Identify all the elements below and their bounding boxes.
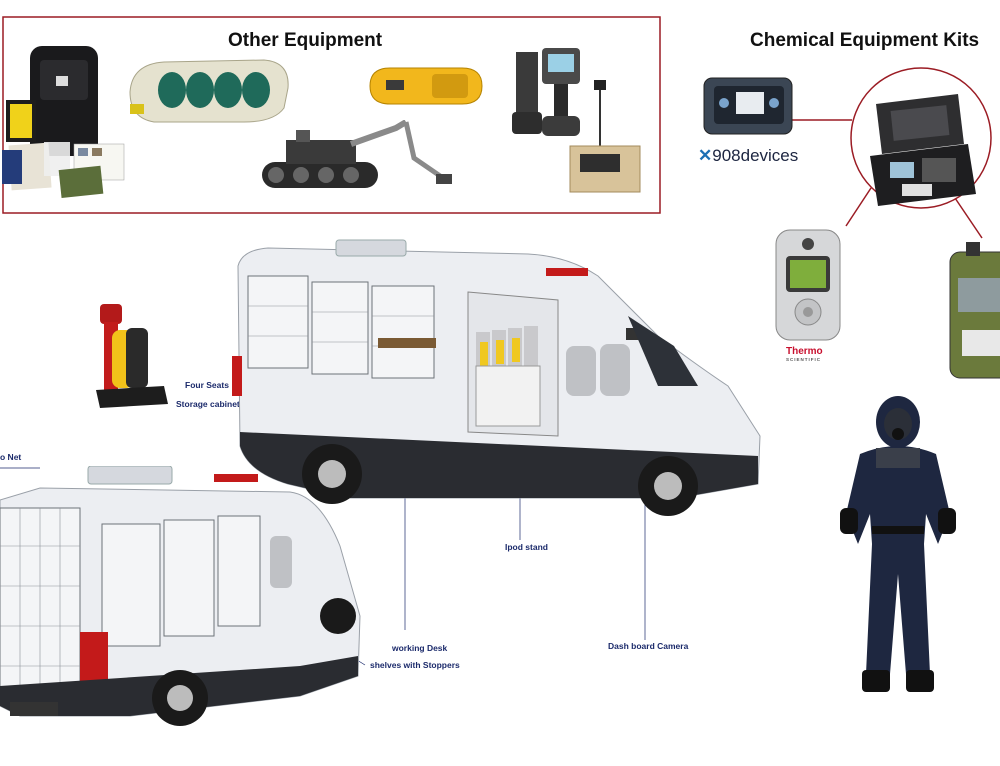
yellow-detector-icon bbox=[369, 67, 483, 105]
callout-cargo-net: o Net bbox=[0, 452, 22, 462]
chemical-kit-case-icon bbox=[850, 67, 992, 209]
callout-dash-camera: Dash board Camera bbox=[608, 641, 689, 651]
handheld-analyzer-icon bbox=[512, 48, 580, 136]
callout-four-seats: Four Seats bbox=[185, 380, 229, 390]
tracked-robot-icon bbox=[262, 120, 452, 188]
decon-stretcher-icon bbox=[129, 59, 289, 123]
sensor-box-icon bbox=[569, 80, 641, 193]
callout-storage-cabinet: Storage cabinet bbox=[176, 399, 240, 409]
backpack-icon bbox=[2, 46, 125, 199]
callout-shelves-stoppers: shelves with Stoppers bbox=[370, 660, 460, 670]
scba-seat-icon bbox=[96, 304, 168, 408]
upper-van-icon bbox=[232, 239, 761, 516]
green-detector-icon bbox=[949, 242, 1000, 379]
thermo-handheld-icon bbox=[775, 229, 841, 341]
hazmat-suit-figure bbox=[840, 396, 956, 692]
908-device-icon bbox=[703, 77, 793, 135]
other-equipment-heading: Other Equipment bbox=[228, 30, 383, 51]
callout-ipod-stand: Ipod stand bbox=[505, 542, 548, 552]
chemical-kits-heading: Chemical Equipment Kits bbox=[750, 30, 980, 51]
callout-working-desk: working Desk bbox=[392, 643, 448, 653]
908devices-logo: ✕908devices bbox=[698, 146, 799, 165]
lower-van-icon bbox=[0, 466, 361, 726]
thermo-logo: Thermo SCIENTIFIC bbox=[786, 346, 823, 362]
